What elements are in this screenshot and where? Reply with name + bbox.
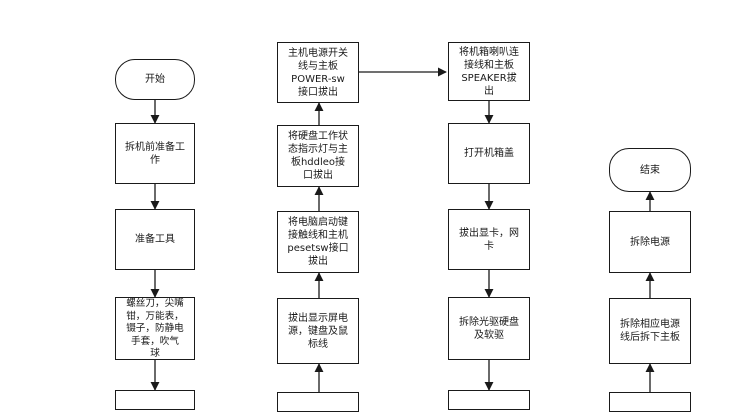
node-tools-list: 螺丝刀，尖嘴 钳，万能表， 镊子，防静电 手套，吹气 球 [115,297,195,360]
node-remove-drives: 拆除光驱硬盘 及软驱 [448,297,530,360]
flowchart-connectors [150,67,655,392]
node-prep-work: 拆机前准备工 作 [115,123,195,184]
node-reset-sw: 将电脑启动键 接触线和主机 pesetsw接口 拔出 [277,211,359,273]
node-speaker: 将机箱喇叭连 接线和主板 SPEAKER拔 出 [448,42,530,101]
node-end: 结束 [609,148,691,192]
node-power-sw: 主机电源开关 线与主板 POWER-sw 接口拔出 [277,42,359,103]
node-unplug-display: 拔出显示屏电 源，键盘及鼠 标线 [277,298,359,364]
node-remove-psu: 拆除电源 [609,211,691,273]
node-col3-bottom [448,390,530,410]
node-hdd-led: 将硬盘工作状 态指示灯与主 板hddleo接 口拔出 [277,125,359,187]
node-remove-psu-cables: 拆除相应电源 线后拆下主板 [609,298,691,364]
flowchart: 开始 拆机前准备工 作 准备工具 螺丝刀，尖嘴 钳，万能表， 镊子，防静电 手套… [115,42,691,412]
node-col2-bottom [277,392,359,412]
node-start: 开始 [115,59,195,100]
node-unplug-cards: 拔出显卡，网 卡 [448,209,530,270]
node-col1-bottom [115,390,195,410]
node-col4-bottom [609,392,691,412]
node-prep-tools: 准备工具 [115,209,195,270]
node-open-case: 打开机箱盖 [448,123,530,184]
